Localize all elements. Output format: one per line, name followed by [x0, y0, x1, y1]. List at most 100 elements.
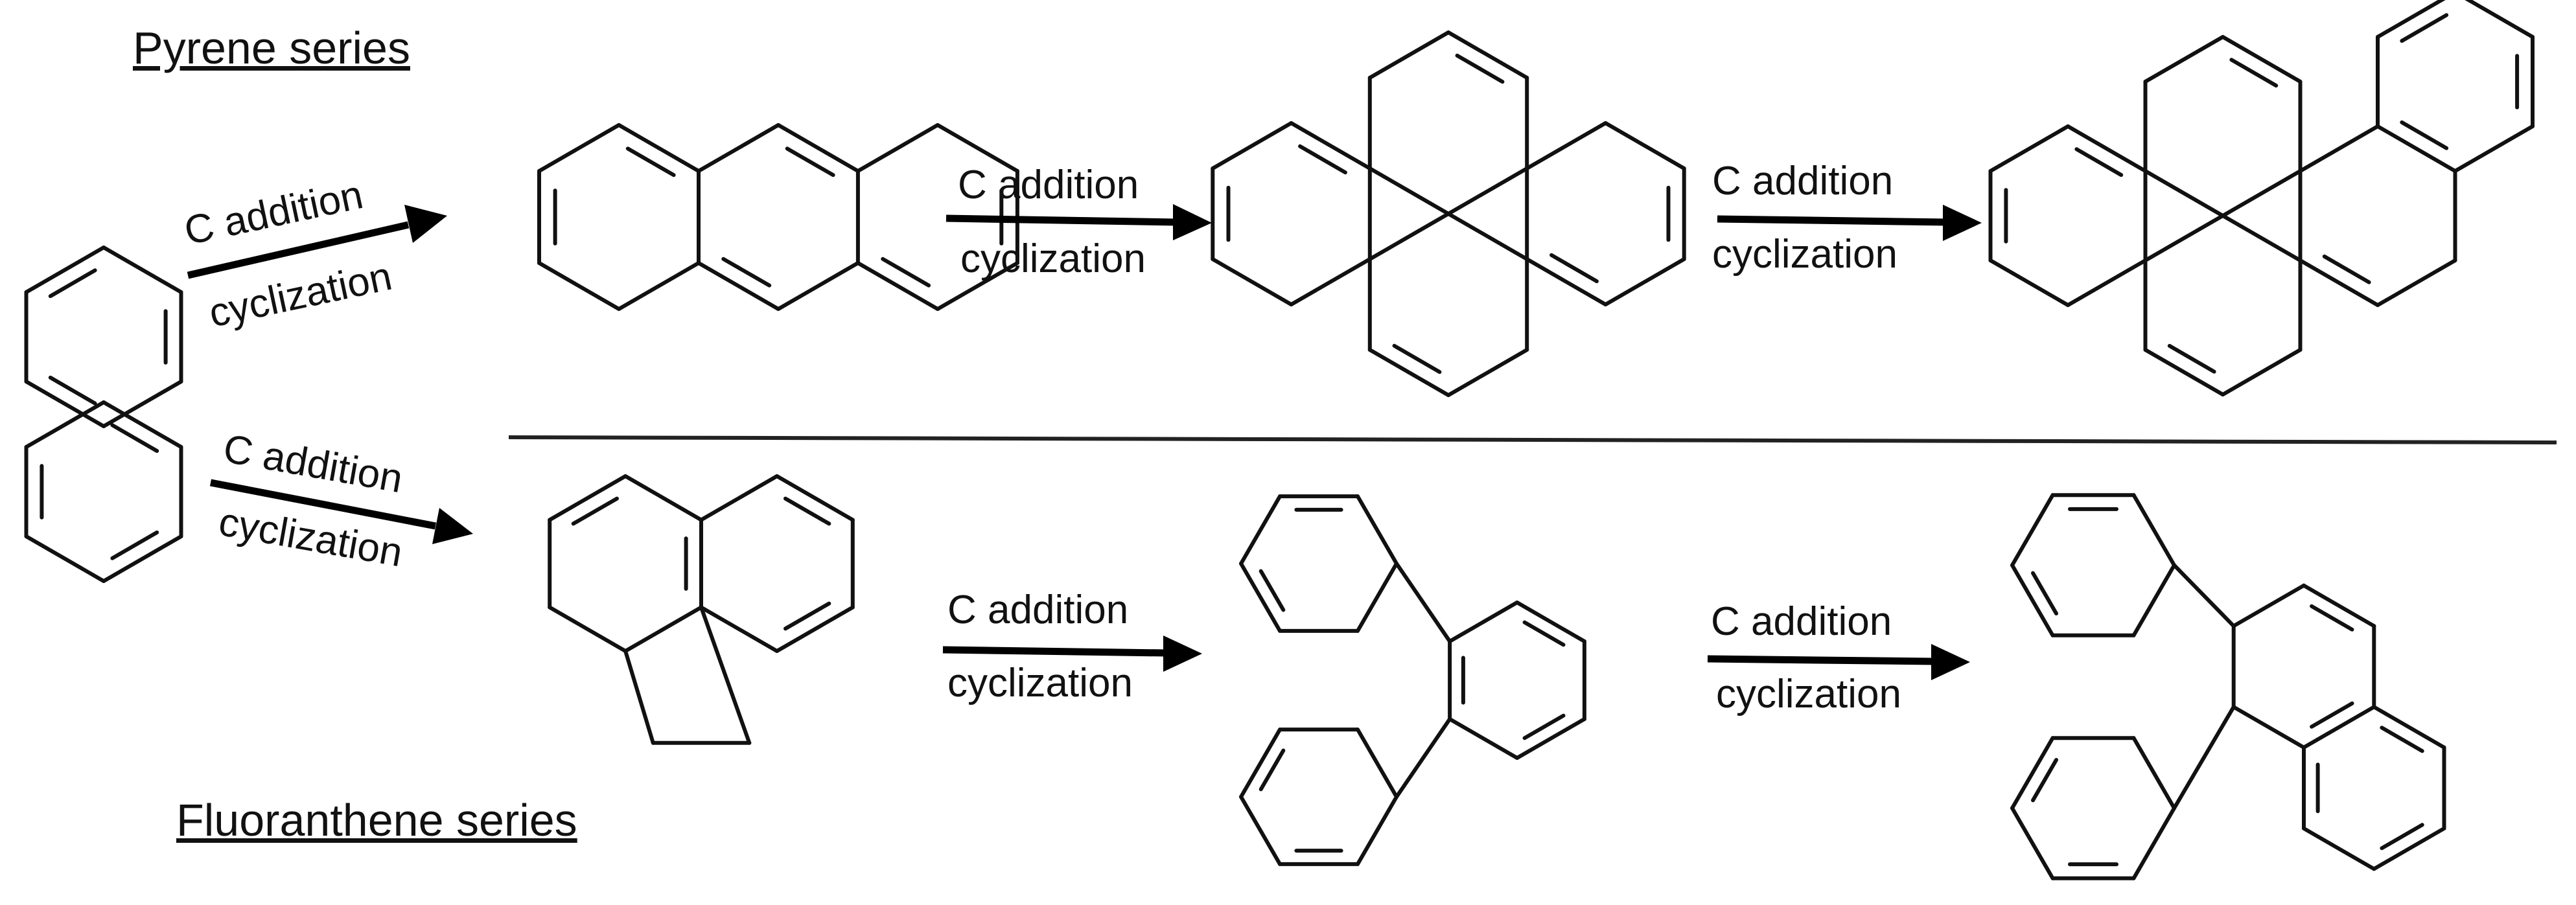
- bond-line: [1446, 166, 1529, 216]
- bond-line: [2231, 705, 2306, 750]
- bond-line: [24, 380, 106, 428]
- pyrene-series-title: Pyrene series: [133, 23, 410, 73]
- double-bond-line: [783, 601, 831, 631]
- bond-line: [24, 246, 106, 294]
- arrow-shaft: [1707, 655, 1935, 665]
- bond-line: [2131, 736, 2176, 810]
- bond-line: [1988, 124, 2070, 173]
- bond-line: [2376, 124, 2457, 173]
- bond-line: [774, 605, 855, 653]
- bond-line: [2231, 583, 2306, 628]
- bond-line: [1211, 121, 1294, 170]
- bond-line: [2302, 826, 2376, 871]
- bond-line: [699, 474, 779, 522]
- arrow-label-bottom: cyclization: [1712, 232, 1897, 277]
- bond-line: [855, 123, 940, 173]
- bond-line: [697, 123, 780, 173]
- bond-line: [935, 261, 1019, 311]
- bond-line: [2221, 35, 2303, 84]
- reaction-arrow-naphthalene-to-anthracene: C addition cyclization: [181, 172, 447, 336]
- arrow-head: [404, 205, 447, 243]
- double-bond-line: [2380, 726, 2424, 753]
- arrow-shaft: [187, 221, 410, 279]
- bond-line: [1395, 717, 1452, 799]
- bond-line: [2066, 124, 2148, 173]
- bond-line: [2302, 583, 2376, 628]
- double-bond-line: [571, 496, 619, 526]
- bond-line: [2143, 348, 2225, 396]
- double-bond-line: [783, 496, 831, 526]
- bond-line: [2221, 169, 2303, 218]
- arrow-label-bottom: cyclization: [960, 236, 1146, 281]
- bond-line: [1988, 258, 2070, 307]
- bond-line: [1356, 795, 1398, 866]
- bond-line: [1446, 30, 1529, 80]
- arrow-label-bottom: cyclization: [947, 661, 1133, 705]
- double-bond-line: [110, 530, 159, 560]
- reaction-arrow-naphthalene-to-acenaphthene: C addition cyclization: [209, 426, 473, 575]
- bond-line: [935, 123, 1019, 173]
- bond-line: [2453, 124, 2535, 173]
- bond-line: [1603, 121, 1686, 170]
- double-bond-line: [2322, 254, 2371, 284]
- bond-line: [1356, 562, 1398, 633]
- anthracene-molecule: [537, 123, 1019, 311]
- bond-line: [1367, 348, 1450, 397]
- double-bond-line: [2074, 147, 2124, 178]
- bond-line: [24, 400, 106, 449]
- bond-line: [623, 474, 703, 522]
- bond-line: [2376, 258, 2457, 307]
- bond-line: [617, 261, 701, 311]
- bond-line: [1525, 257, 1608, 306]
- double-bond-line: [1259, 748, 1286, 792]
- arrow-head: [1931, 644, 1970, 680]
- arrow-head: [1943, 205, 1982, 241]
- bond-line: [776, 123, 860, 173]
- bond-line: [1356, 727, 1398, 799]
- bond-line: [1525, 121, 1608, 170]
- double-bond-line: [2229, 58, 2279, 88]
- arrow-head: [1163, 636, 1202, 672]
- arrow-shaft: [946, 214, 1177, 226]
- bond-line: [2298, 258, 2380, 307]
- bond-line: [102, 246, 183, 294]
- double-bond-line: [48, 375, 97, 406]
- bond-line: [102, 400, 183, 449]
- bond-line: [102, 534, 183, 583]
- bond-line: [1239, 727, 1282, 799]
- bond-line: [2143, 35, 2225, 84]
- bond-line: [2143, 169, 2225, 218]
- bond-line: [697, 261, 780, 311]
- fluoranthene-molecule: [1239, 494, 1586, 866]
- double-bond-line: [1259, 569, 1286, 612]
- bond-line: [1289, 257, 1372, 306]
- double-bond-line: [1522, 713, 1566, 740]
- bond-line: [2010, 806, 2055, 880]
- bond-line: [2131, 493, 2176, 567]
- bond-line: [1356, 494, 1398, 566]
- bond-line: [1239, 562, 1282, 633]
- bond-line: [24, 534, 106, 583]
- double-bond-line: [2167, 343, 2216, 374]
- bond-line: [617, 123, 701, 173]
- acenaphthene-molecule: [548, 474, 855, 745]
- bond-line: [623, 605, 703, 653]
- bond-line: [699, 605, 752, 745]
- bond-line: [2302, 705, 2376, 750]
- bond-line: [2131, 563, 2176, 637]
- double-bond-line: [2400, 13, 2449, 43]
- bond-line: [1211, 257, 1294, 306]
- naphthalene-molecule: [24, 246, 183, 583]
- bond-line: [1446, 212, 1529, 261]
- pyrene-molecule: [1211, 30, 1686, 397]
- bond-line: [548, 474, 628, 522]
- double-bond-line: [2031, 758, 2058, 803]
- arrow-shaft: [1717, 215, 1948, 226]
- bond-line: [2143, 214, 2225, 262]
- bond-line: [2172, 563, 2236, 628]
- bond-line: [2372, 705, 2446, 750]
- bond-line: [1395, 562, 1452, 643]
- bond-line: [776, 261, 860, 311]
- bond-line: [2010, 736, 2055, 810]
- fluoranthene-series-title: Fluoranthene series: [176, 795, 577, 845]
